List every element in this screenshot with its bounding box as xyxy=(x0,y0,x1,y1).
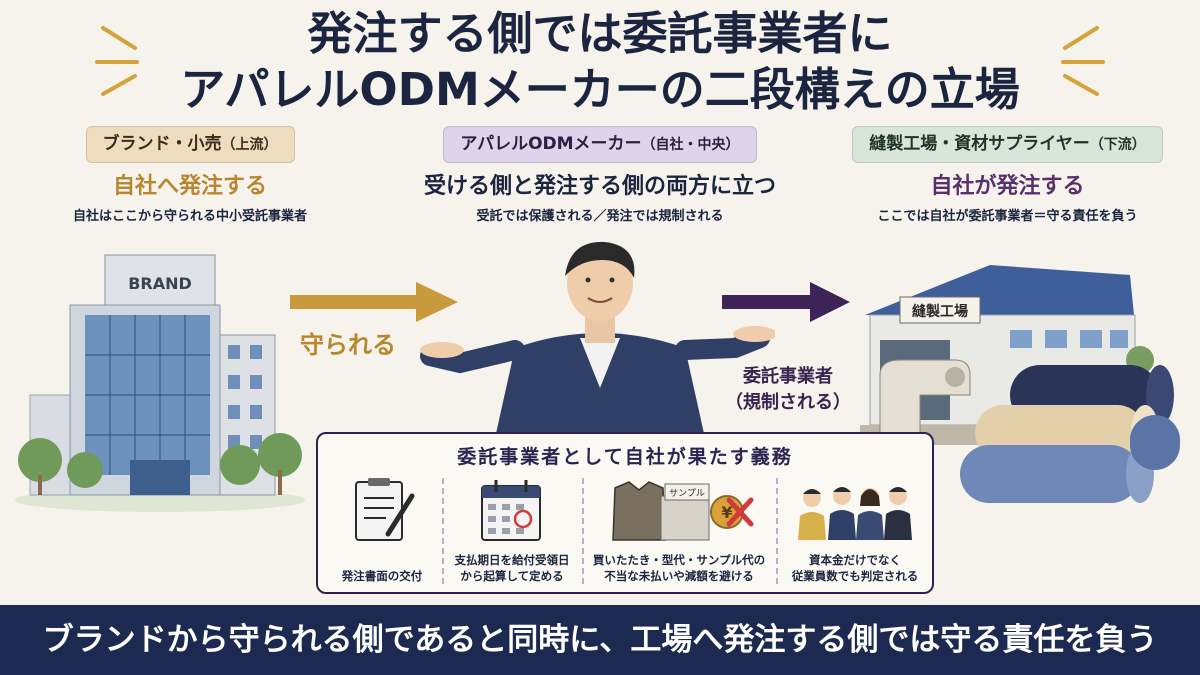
heading-upstream: 自社へ発注する xyxy=(112,174,267,199)
side-label-line-1: 委託事業者 xyxy=(743,366,833,387)
brand-building-illustration: BRAND xyxy=(15,254,305,512)
heading-downstream: 自社が発注する xyxy=(930,174,1085,199)
pill-downstream-label: 縫製工場・資材サプライヤー xyxy=(869,134,1090,154)
heading-center: 受ける側と発注する側の両方に立つ xyxy=(423,174,776,199)
duty-divider xyxy=(442,478,444,584)
pill-downstream: 縫製工場・資材サプライヤー（下流） xyxy=(852,126,1163,163)
duty-caption-3-line-2: 不当な未払いや減額を避ける xyxy=(604,569,754,583)
duty-item-order-document: 発注書面の交付 xyxy=(326,474,438,590)
pill-downstream-note: （下流） xyxy=(1089,137,1146,153)
summary-banner-text: ブランドから守られる側であると同時に、工場へ発注する側では守る責任を負う xyxy=(42,622,1158,658)
column-downstream: 縫製工場・資材サプライヤー（下流） 自社が発注する ここでは自社が委託事業者＝守… xyxy=(830,126,1185,224)
duties-title: 委託事業者として自社が果たす義務 xyxy=(457,446,793,468)
arrow-to-factory xyxy=(722,282,850,322)
duty-item-payment-date: 支払期日を給付受領日 から起算して定める xyxy=(446,474,578,590)
factory-sign: 縫製工場 xyxy=(912,303,968,320)
column-upstream: ブランド・小売（上流） 自社へ発注する 自社はここから守られる中小受託事業者 xyxy=(20,126,360,224)
sub-upstream: 自社はここから守られる中小受託事業者 xyxy=(72,209,307,224)
fabric-rolls xyxy=(960,365,1180,503)
duty-caption-4-line-1: 資本金だけでなく xyxy=(809,553,901,567)
duty-item-avoid-underpayment: サンプル ¥ 買いたたき・型代・サンプル代の 不当な未払いや減額を避ける xyxy=(586,474,772,590)
duty-caption-2: 支払期日を給付受領日 から起算して定める xyxy=(446,552,578,584)
duty-caption-4-line-2: 従業員数でも判定される xyxy=(791,569,919,583)
document-pen-icon xyxy=(355,478,415,541)
pill-upstream-label: ブランド・小売 xyxy=(102,134,222,154)
sub-downstream: ここでは自社が委託事業者＝守る責任を負う xyxy=(877,209,1138,224)
pill-upstream: ブランド・小売（上流） xyxy=(85,126,295,163)
duty-caption-3-line-1: 買いたたき・型代・サンプル代の xyxy=(592,553,766,567)
building-sign: BRAND xyxy=(128,274,192,293)
pill-center-note: （自社・中央） xyxy=(641,137,740,153)
pill-upstream-note: （上流） xyxy=(221,137,278,153)
duties-panel: 委託事業者として自社が果たす義務 発注書面の交付 支払期日を給付受領日 xyxy=(316,432,934,594)
duty-caption-4: 資本金だけでなく 従業員数でも判定される xyxy=(780,552,930,584)
svg-text:¥: ¥ xyxy=(721,503,732,522)
calendar-icon xyxy=(481,480,541,541)
businessman-illustration xyxy=(420,241,775,438)
duty-caption-2-line-2: から起算して定める xyxy=(460,569,564,583)
arrow-label-protected: 守られる xyxy=(300,331,396,359)
sparkle-right-icon xyxy=(1061,26,1105,96)
duty-caption-3: 買いたたき・型代・サンプル代の 不当な未払いや減額を避ける xyxy=(586,552,772,584)
duty-item-employee-count: 資本金だけでなく 従業員数でも判定される xyxy=(780,474,930,590)
column-center: アパレルODMメーカー（自社・中央） 受ける側と発注する側の両方に立つ 受託では… xyxy=(390,126,810,224)
title-line-1: 発注する側では委託事業者に xyxy=(307,7,893,60)
summary-banner: ブランドから守られる側であると同時に、工場へ発注する側では守る責任を負う xyxy=(0,605,1200,675)
sparkle-left-icon xyxy=(95,26,139,96)
duty-divider xyxy=(776,478,778,584)
sample-tag: サンプル xyxy=(669,488,705,499)
side-label-consigner: 委託事業者 （規制される） xyxy=(718,364,858,416)
side-label-line-2: （規制される） xyxy=(725,392,851,413)
duty-caption-1-line-1: 発注書面の交付 xyxy=(341,569,423,583)
sub-center: 受託では保護される／発注では規制される xyxy=(476,209,724,224)
arrow-to-center xyxy=(290,282,458,322)
factory-illustration: 縫製工場 xyxy=(860,265,1180,503)
title-line-2: アパレルODMメーカーの二段構えの立場 xyxy=(180,63,1020,116)
people-group-icon xyxy=(798,487,912,540)
pill-center-label: アパレルODMメーカー xyxy=(460,134,642,154)
garment-yen-cross-icon: サンプル ¥ xyxy=(612,481,754,541)
duty-caption-1: 発注書面の交付 xyxy=(326,568,438,584)
pill-center: アパレルODMメーカー（自社・中央） xyxy=(443,126,757,163)
duty-caption-2-line-1: 支払期日を給付受領日 xyxy=(454,553,570,567)
page-title: 発注する側では委託事業者に アパレルODMメーカーの二段構えの立場 xyxy=(0,6,1200,118)
duty-divider xyxy=(582,478,584,584)
